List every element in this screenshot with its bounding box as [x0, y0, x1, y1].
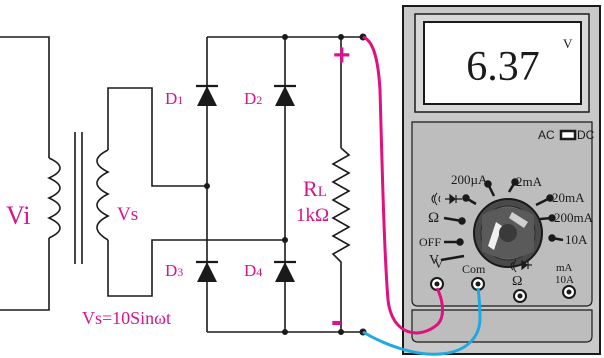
- diode-d3: [196, 260, 218, 282]
- mode-dc-label: DC: [577, 128, 595, 142]
- meter-reading-unit: V: [563, 36, 573, 51]
- multimeter: 6.37 V AC DC 200µA 2mA 20mA 200mA 10A Ω …: [402, 5, 601, 355]
- range-off-label: OFF: [419, 235, 441, 249]
- range-ohm-label: Ω: [428, 210, 439, 226]
- load-resistor-value: 1kΩ: [296, 205, 329, 226]
- range-200ua-label: 200µA: [451, 172, 488, 187]
- jack-com[interactable]: [471, 277, 485, 291]
- diode-d1-label: D1: [165, 89, 183, 108]
- range-volt-label: V: [429, 253, 439, 268]
- diode-d4-label: D4: [244, 261, 262, 280]
- meter-jack-panel: [411, 309, 593, 343]
- jack-v-label: V: [434, 256, 444, 271]
- diode-d2: [274, 84, 296, 106]
- jack-com-label: Com: [462, 262, 486, 276]
- diode-d3-label: D3: [165, 261, 183, 280]
- buzzer-icon: [431, 192, 441, 206]
- rotary-selector-knob[interactable]: [473, 198, 543, 268]
- jack-v[interactable]: [430, 277, 444, 291]
- diode-symbol-icon: [445, 193, 462, 205]
- input-voltage-label: Vi: [6, 201, 30, 230]
- ac-dc-switch[interactable]: [559, 129, 577, 141]
- secondary-coil: [96, 149, 110, 241]
- mode-ac-label: AC: [538, 128, 555, 142]
- diode-d4: [274, 260, 296, 282]
- load-resistor: [331, 147, 351, 270]
- meter-display-screen: [423, 21, 582, 105]
- jack-ohm[interactable]: [513, 289, 527, 303]
- source-equation: Vs=10Sinωt: [82, 308, 171, 328]
- dial-tick-marks: [440, 178, 564, 262]
- negative-terminal-sign: -: [331, 302, 342, 340]
- primary-coil: [47, 157, 61, 239]
- range-20ma-label: 20mA: [552, 190, 585, 205]
- probe-lead-positive: [362, 35, 445, 335]
- diode-d2-label: D2: [244, 89, 262, 108]
- jack-buzzer-icon: [510, 259, 517, 273]
- range-10a-label: 10A: [565, 232, 588, 247]
- load-resistor-name: RL: [303, 176, 327, 201]
- positive-terminal-sign: +: [333, 39, 351, 72]
- transformer: [47, 132, 110, 264]
- diode-d1: [196, 84, 218, 106]
- jack-10a-label: 10A: [555, 274, 574, 286]
- secondary-voltage-label: Vs: [117, 204, 138, 225]
- range-200ma-label: 200mA: [554, 210, 594, 225]
- range-2ma-label: 2mA: [516, 174, 543, 189]
- meter-reading: 6.37: [466, 44, 540, 90]
- jack-ohm-label: Ω: [512, 274, 522, 289]
- junction-dots: [204, 33, 367, 336]
- jack-diode-icon: [519, 259, 532, 271]
- jack-ma-label: mA: [556, 262, 573, 274]
- probe-lead-negative: [362, 287, 482, 356]
- jack-ma[interactable]: [562, 285, 576, 299]
